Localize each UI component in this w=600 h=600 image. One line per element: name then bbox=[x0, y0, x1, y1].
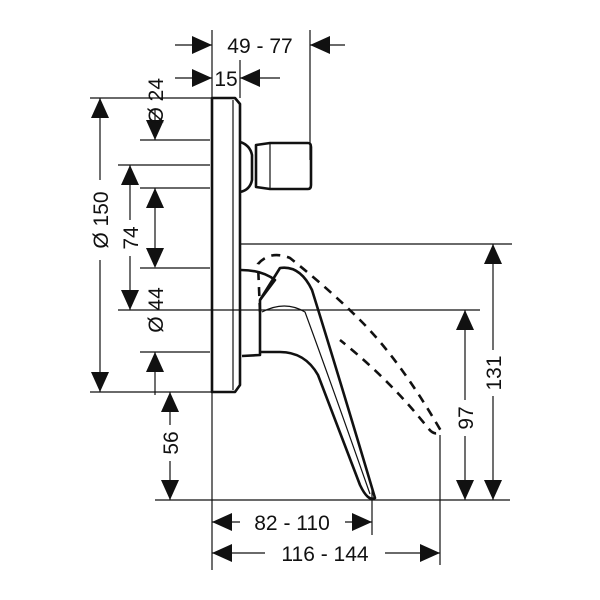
dimension-dia-44: Ø 44 bbox=[145, 248, 168, 395]
dim-116-144-label: 116 - 144 bbox=[281, 543, 368, 566]
dim-49-77-label: 49 - 77 bbox=[227, 35, 292, 58]
dim-74-label: 74 bbox=[120, 226, 143, 250]
extension-lines bbox=[90, 30, 512, 570]
wall-plate bbox=[210, 96, 242, 394]
dim-131-label: 131 bbox=[483, 355, 506, 390]
dimension-56: 56 bbox=[158, 392, 183, 500]
dim-56-label: 56 bbox=[160, 431, 183, 454]
dim-dia-44-label: Ø 44 bbox=[145, 287, 168, 333]
dimension-15: 15 bbox=[175, 68, 280, 91]
dim-dia-150-label: Ø 150 bbox=[90, 191, 113, 248]
dim-dia-24-label: Ø 24 bbox=[145, 78, 168, 124]
dim-82-110-label: 82 - 110 bbox=[254, 512, 330, 535]
dimension-82-110: 82 - 110 bbox=[212, 510, 372, 535]
dim-15-label: 15 bbox=[214, 68, 237, 91]
dimension-131: 131 bbox=[481, 244, 506, 500]
dimension-49-77: 49 - 77 bbox=[175, 35, 345, 58]
dimension-dia-150: Ø 150 bbox=[88, 98, 113, 392]
dimension-116-144: 116 - 144 bbox=[212, 541, 440, 566]
diverter-knob bbox=[239, 140, 313, 194]
dimension-dia-24: Ø 24 bbox=[145, 78, 168, 265]
lever-handle bbox=[240, 253, 443, 500]
dimension-74: 74 bbox=[118, 165, 143, 310]
dimension-97: 97 bbox=[453, 310, 478, 500]
dim-97-label: 97 bbox=[455, 406, 478, 429]
